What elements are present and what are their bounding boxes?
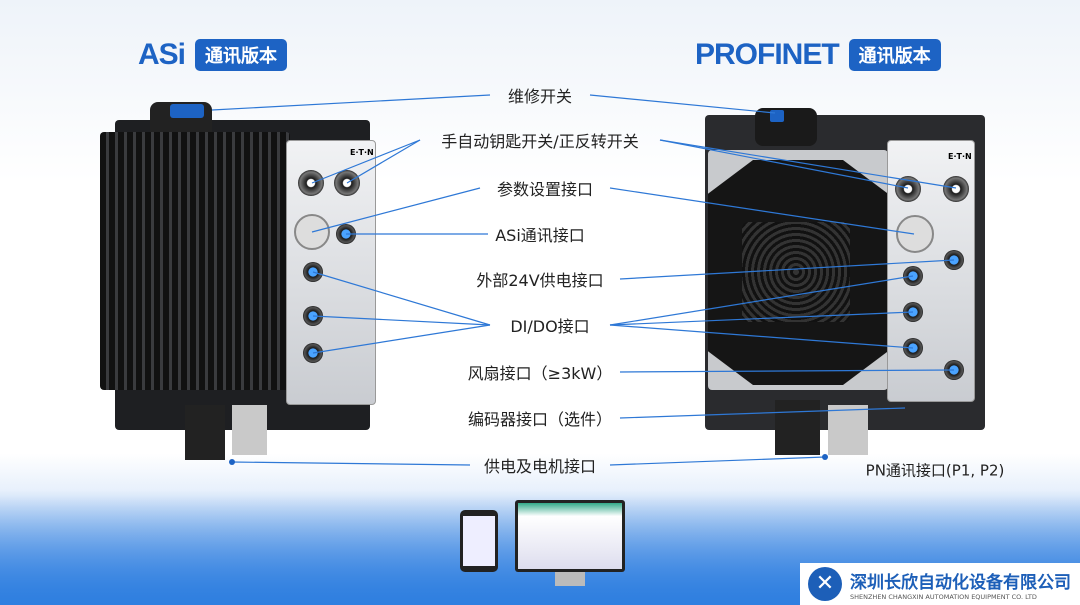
company-name-en: SHENZHEN CHANGXIN AUTOMATION EQUIPMENT C… xyxy=(850,592,1037,601)
label-fan-port: 风扇接口（≥3kW） xyxy=(467,364,613,383)
label-24v-port: 外部24V供电接口 xyxy=(476,271,604,290)
asi-badge: 通讯版本 xyxy=(195,39,288,71)
company-logo: ✕ 深圳长欣自动化设备有限公司 SHENZHEN CHANGXIN AUTOMA… xyxy=(800,563,1080,605)
monitor-image xyxy=(515,500,625,572)
label-parameter-port: 参数设置接口 xyxy=(496,180,594,199)
asi-title: ASi 通讯版本 xyxy=(138,38,288,72)
label-dido-port: DI/DO接口 xyxy=(510,317,590,336)
asi-title-text: ASi xyxy=(138,38,186,71)
eaton-logo-right: E·T·N xyxy=(948,152,972,161)
eaton-logo: E·T·N xyxy=(350,148,374,157)
phone-image xyxy=(460,510,498,572)
company-logo-icon: ✕ xyxy=(808,567,842,601)
label-power-motor-port: 供电及电机接口 xyxy=(483,457,597,476)
profinet-title: PROFINET 通讯版本 xyxy=(695,38,941,72)
label-encoder-port: 编码器接口（选件） xyxy=(467,410,613,429)
label-maintenance-switch: 维修开关 xyxy=(507,87,573,106)
profinet-title-text: PROFINET xyxy=(695,38,840,71)
label-pn-port: PN通讯接口(P1, P2) xyxy=(865,461,1005,480)
label-key-switch: 手自动钥匙开关/正反转开关 xyxy=(441,132,639,151)
label-asi-port: ASi通讯接口 xyxy=(495,226,585,245)
profinet-badge: 通讯版本 xyxy=(848,39,941,71)
company-name-cn: 深圳长欣自动化设备有限公司 xyxy=(850,572,1071,593)
